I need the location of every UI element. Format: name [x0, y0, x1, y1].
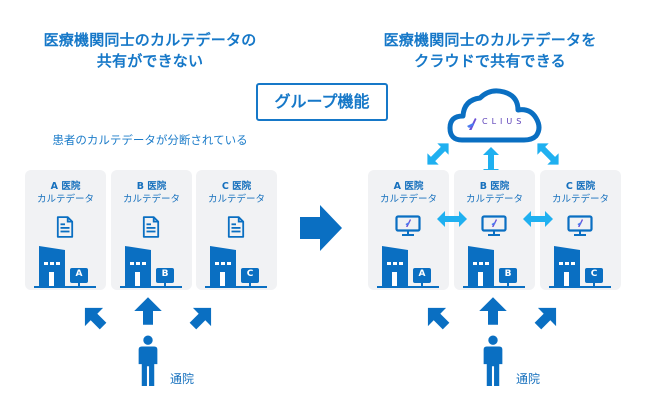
building-icon: [204, 242, 268, 290]
document-icon: [142, 216, 160, 238]
monitor-icon: [481, 215, 507, 237]
monitor-icon: [395, 215, 421, 237]
right-clinic-card-b: B 医院 カルテデータ B: [454, 170, 535, 290]
patient-arrow-right-right: [527, 297, 567, 337]
right-title-line2: クラウドで共有できる: [414, 52, 566, 70]
building-letter: A: [75, 269, 83, 279]
patient-visit-label-right: 通院: [516, 372, 541, 386]
patient-arrow-left-right: [417, 297, 457, 337]
left-title-line1: 医療機関同士のカルテデータの: [43, 31, 257, 49]
right-clinic-card-a: A 医院 カルテデータ A: [368, 170, 449, 290]
building-icon: [462, 242, 526, 290]
right-clinic-card-c: C 医院 カルテデータ C: [540, 170, 621, 290]
clius-logo-icon: [467, 118, 477, 130]
building-letter: C: [246, 269, 254, 279]
right-title-line1: 医療機関同士のカルテデータを: [383, 31, 597, 49]
clinic-name: A 医院: [50, 181, 81, 192]
clinic-name: A 医院: [393, 181, 424, 192]
clinic-data-label: カルテデータ: [551, 194, 609, 205]
building-letter: B: [161, 269, 169, 279]
building-letter: A: [418, 269, 426, 279]
building-icon: [376, 242, 440, 290]
share-arrow-bc: [523, 211, 553, 227]
monitor-icon: [567, 215, 593, 237]
clius-cloud: CLIUS: [446, 86, 546, 144]
group-feature-badge: グループ機能: [256, 83, 388, 121]
document-icon: [227, 216, 245, 238]
building-letter: C: [590, 269, 598, 279]
patient-visit-label: 通院: [170, 372, 195, 386]
clinic-name: B 医院: [479, 181, 510, 192]
cloud-icon: [447, 88, 542, 143]
clius-brand-text: CLIUS: [482, 117, 526, 126]
patient-arrow-right: [182, 297, 222, 337]
building-icon: [119, 242, 183, 290]
left-clinic-card-a: A 医院 カルテデータ A: [25, 170, 106, 290]
clinic-data-label: カルテデータ: [207, 194, 265, 205]
clinic-name: C 医院: [565, 181, 596, 192]
left-title-line2: 共有ができない: [96, 52, 204, 70]
clinic-name: C 医院: [221, 181, 252, 192]
patient-arrow-up: [133, 296, 163, 326]
left-clinic-card-c: C 医院 カルテデータ C: [196, 170, 277, 290]
clinic-data-label: カルテデータ: [36, 194, 94, 205]
clinic-name: B 医院: [136, 181, 167, 192]
patient-person-icon: [137, 335, 159, 387]
building-icon: [33, 242, 97, 290]
cloud-arrow-right: [532, 138, 565, 171]
share-arrow-ab: [437, 211, 467, 227]
left-subtitle: 患者のカルテデータが分断されている: [52, 133, 248, 147]
clinic-data-label: カルテデータ: [379, 194, 437, 205]
patient-person-icon-right: [482, 335, 504, 387]
left-clinic-card-b: B 医院 カルテデータ B: [111, 170, 192, 290]
building-letter: B: [504, 269, 512, 279]
building-icon: [548, 242, 612, 290]
clinic-data-label: カルテデータ: [465, 194, 523, 205]
left-title: 医療機関同士のカルテデータの 共有ができない: [15, 30, 285, 72]
right-title: 医療機関同士のカルテデータを クラウドで共有できる: [355, 30, 625, 72]
clinic-data-label: カルテデータ: [122, 194, 180, 205]
patient-arrow-up-right: [478, 296, 508, 326]
patient-arrow-left: [74, 297, 114, 337]
document-icon: [56, 216, 74, 238]
arrow-right-icon: [298, 205, 344, 251]
